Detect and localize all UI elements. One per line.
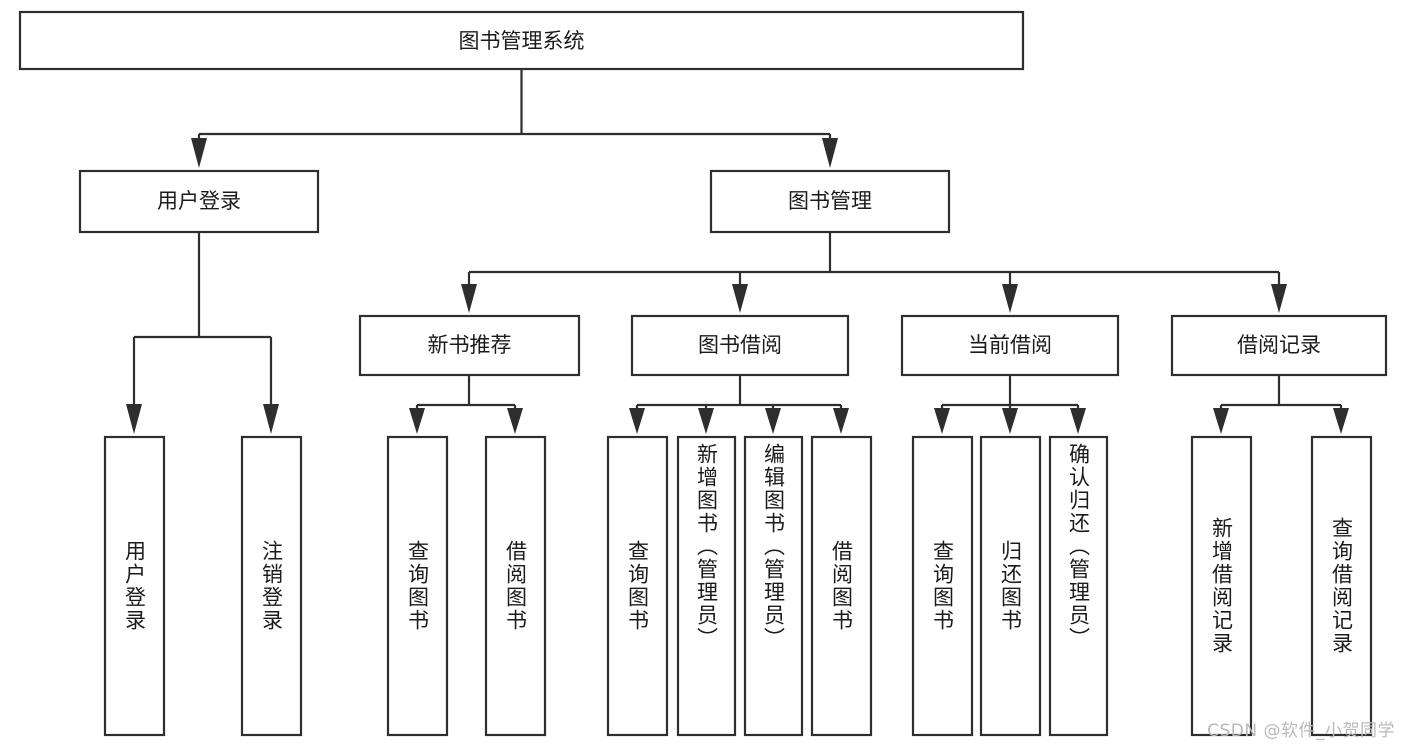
arrow-head-leaf-add-borrow-record (1213, 408, 1229, 434)
arrow-head-leaf-borrow-book-1 (507, 408, 523, 434)
arrow-head-user-login (191, 138, 207, 168)
node-user-login-label: 用户登录 (157, 189, 241, 213)
connector-group-current-borrow (934, 375, 1086, 434)
node-leaf-edit-book-box[interactable] (743, 435, 804, 737)
arrow-head-leaf-query-book-2 (629, 408, 645, 434)
arrow-head-book-borrow (732, 284, 748, 313)
node-leaf-borrow-book-1-box[interactable] (484, 435, 547, 737)
node-leaf-user-login-box[interactable] (103, 435, 166, 737)
arrow-head-new-book-recommend (461, 284, 477, 313)
connector-group-root (191, 69, 838, 168)
arrow-head-leaf-user-login (126, 404, 142, 434)
arrow-head-leaf-confirm-return (1070, 408, 1086, 434)
connector-group-new-book-recommend (409, 375, 523, 434)
arrow-head-current-borrow (1002, 284, 1018, 313)
connector-group-borrow-record (1213, 375, 1349, 434)
node-current-borrow[interactable]: 当前借阅 (900, 314, 1120, 377)
node-book-management-box[interactable] (709, 169, 951, 234)
node-root-box[interactable] (18, 10, 1025, 71)
node-leaf-borrow-book-2-box[interactable] (810, 435, 873, 737)
node-borrow-record-box[interactable] (1170, 314, 1388, 377)
node-leaf-query-book-1-box[interactable] (386, 435, 449, 737)
node-user-login[interactable]: 用户登录 (78, 169, 320, 234)
node-leaf-confirm-return-box[interactable] (1048, 435, 1109, 737)
node-borrow-record[interactable]: 借阅记录 (1170, 314, 1388, 377)
node-book-borrow[interactable]: 图书借阅 (630, 314, 850, 377)
node-current-borrow-box[interactable] (900, 314, 1120, 377)
node-new-book-recommend-box[interactable] (358, 314, 581, 377)
node-new-book-recommend[interactable]: 新书推荐 (358, 314, 581, 377)
arrow-head-borrow-record (1271, 284, 1287, 313)
node-leaf-logout-login-box[interactable] (240, 435, 303, 737)
node-leaf-return-book-box[interactable] (979, 435, 1042, 737)
arrow-head-leaf-borrow-book-2 (833, 408, 849, 434)
node-book-borrow-label: 图书借阅 (698, 333, 782, 357)
node-borrow-record-label: 借阅记录 (1237, 333, 1321, 357)
arrow-head-leaf-query-book-3 (934, 408, 950, 434)
node-book-management-label: 图书管理 (788, 189, 872, 213)
node-current-borrow-label: 当前借阅 (968, 333, 1052, 357)
arrow-head-leaf-add-book (698, 408, 714, 434)
node-root-label: 图书管理系统 (459, 29, 585, 53)
arrow-head-leaf-return-book (1002, 408, 1018, 434)
arrow-head-leaf-edit-book (765, 408, 781, 434)
node-leaf-query-borrow-record-box[interactable] (1310, 435, 1373, 737)
node-root[interactable]: 图书管理系统 (18, 10, 1025, 71)
node-book-borrow-box[interactable] (630, 314, 850, 377)
arrow-head-book-management (822, 138, 838, 168)
connector-group-book-borrow (629, 375, 849, 434)
arrow-head-leaf-query-book-1 (409, 408, 425, 434)
connector-group-user-login (126, 232, 279, 434)
arrow-head-leaf-logout-login (263, 404, 279, 434)
node-leaf-add-borrow-record-box[interactable] (1190, 435, 1253, 737)
node-user-login-box[interactable] (78, 169, 320, 234)
node-book-management[interactable]: 图书管理 (709, 169, 951, 234)
node-leaf-query-book-2-box[interactable] (606, 435, 669, 737)
node-leaf-query-book-3-box[interactable] (911, 435, 974, 737)
node-new-book-recommend-label: 新书推荐 (428, 333, 512, 357)
node-leaf-add-book-box[interactable] (676, 435, 737, 737)
connector-group-book-management (461, 232, 1287, 313)
arrow-head-leaf-query-borrow-record (1333, 408, 1349, 434)
csdn-watermark: CSDN @软件_小贺同学 (1207, 721, 1395, 741)
